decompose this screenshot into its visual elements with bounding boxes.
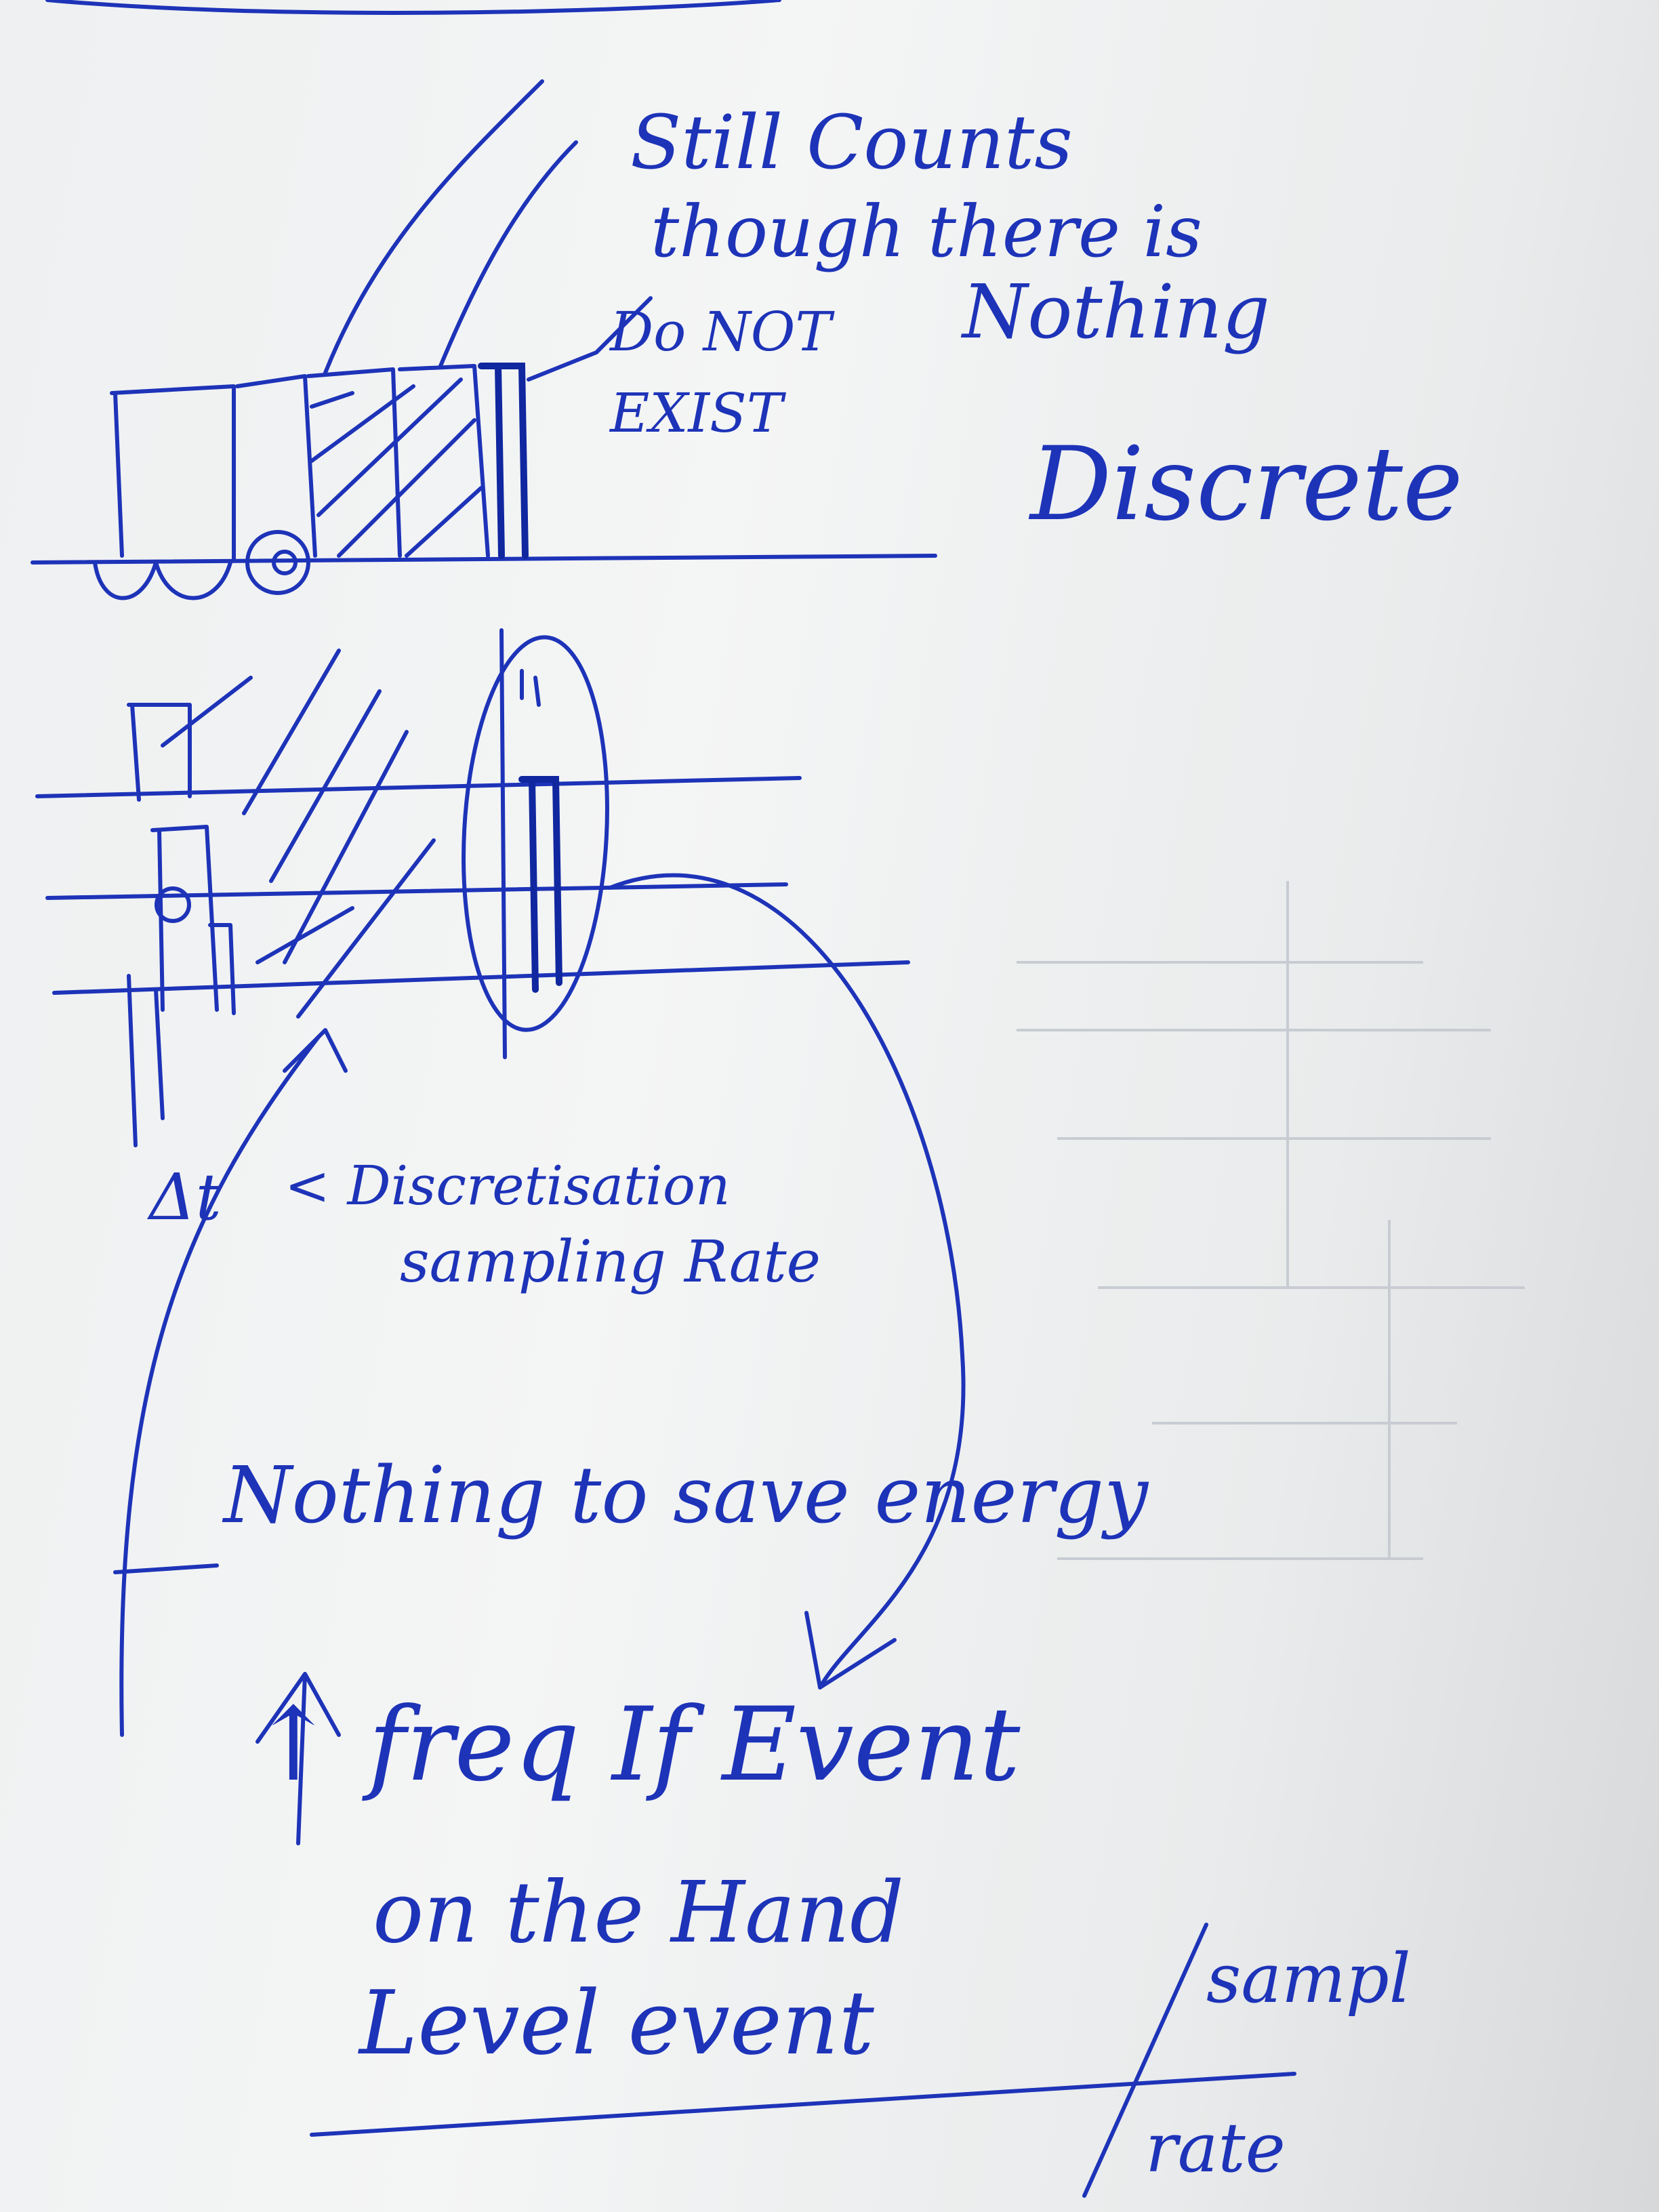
show-through-marks [1017, 881, 1525, 1560]
label-exist: EXIST [610, 382, 783, 445]
label-sampl: sampl [1206, 1939, 1411, 2018]
label-still-counts: Still Counts [630, 99, 1073, 186]
label-nothing-to-save-energy: Nothing to save energy [224, 1450, 1149, 1541]
label-sampling-rate: sampling Rate [400, 1229, 821, 1296]
label-rate: rate [1145, 2108, 1286, 2188]
label-nothing: Nothing [962, 268, 1270, 355]
label-on-the-hand: on the Hand [373, 1864, 904, 1962]
label-do-not: Do NOT [610, 300, 832, 363]
sweeping-arrows [113, 873, 966, 1845]
label-though-there-is: though there is [651, 190, 1203, 273]
top-curve [45, 0, 781, 15]
fraction-lines [310, 1923, 1296, 2198]
callout-arrows [323, 79, 653, 382]
label-discretisation: < Discretisation [285, 1154, 731, 1217]
label-discrete: Discrete [1030, 426, 1463, 544]
label-delta-t: Δt [149, 1160, 222, 1235]
label-freq-if-event: ↑ freq If Event [251, 1686, 1021, 1804]
label-level-event: Level event [359, 1971, 874, 2074]
level-diagram [35, 628, 910, 1147]
top-blocks [30, 363, 937, 600]
